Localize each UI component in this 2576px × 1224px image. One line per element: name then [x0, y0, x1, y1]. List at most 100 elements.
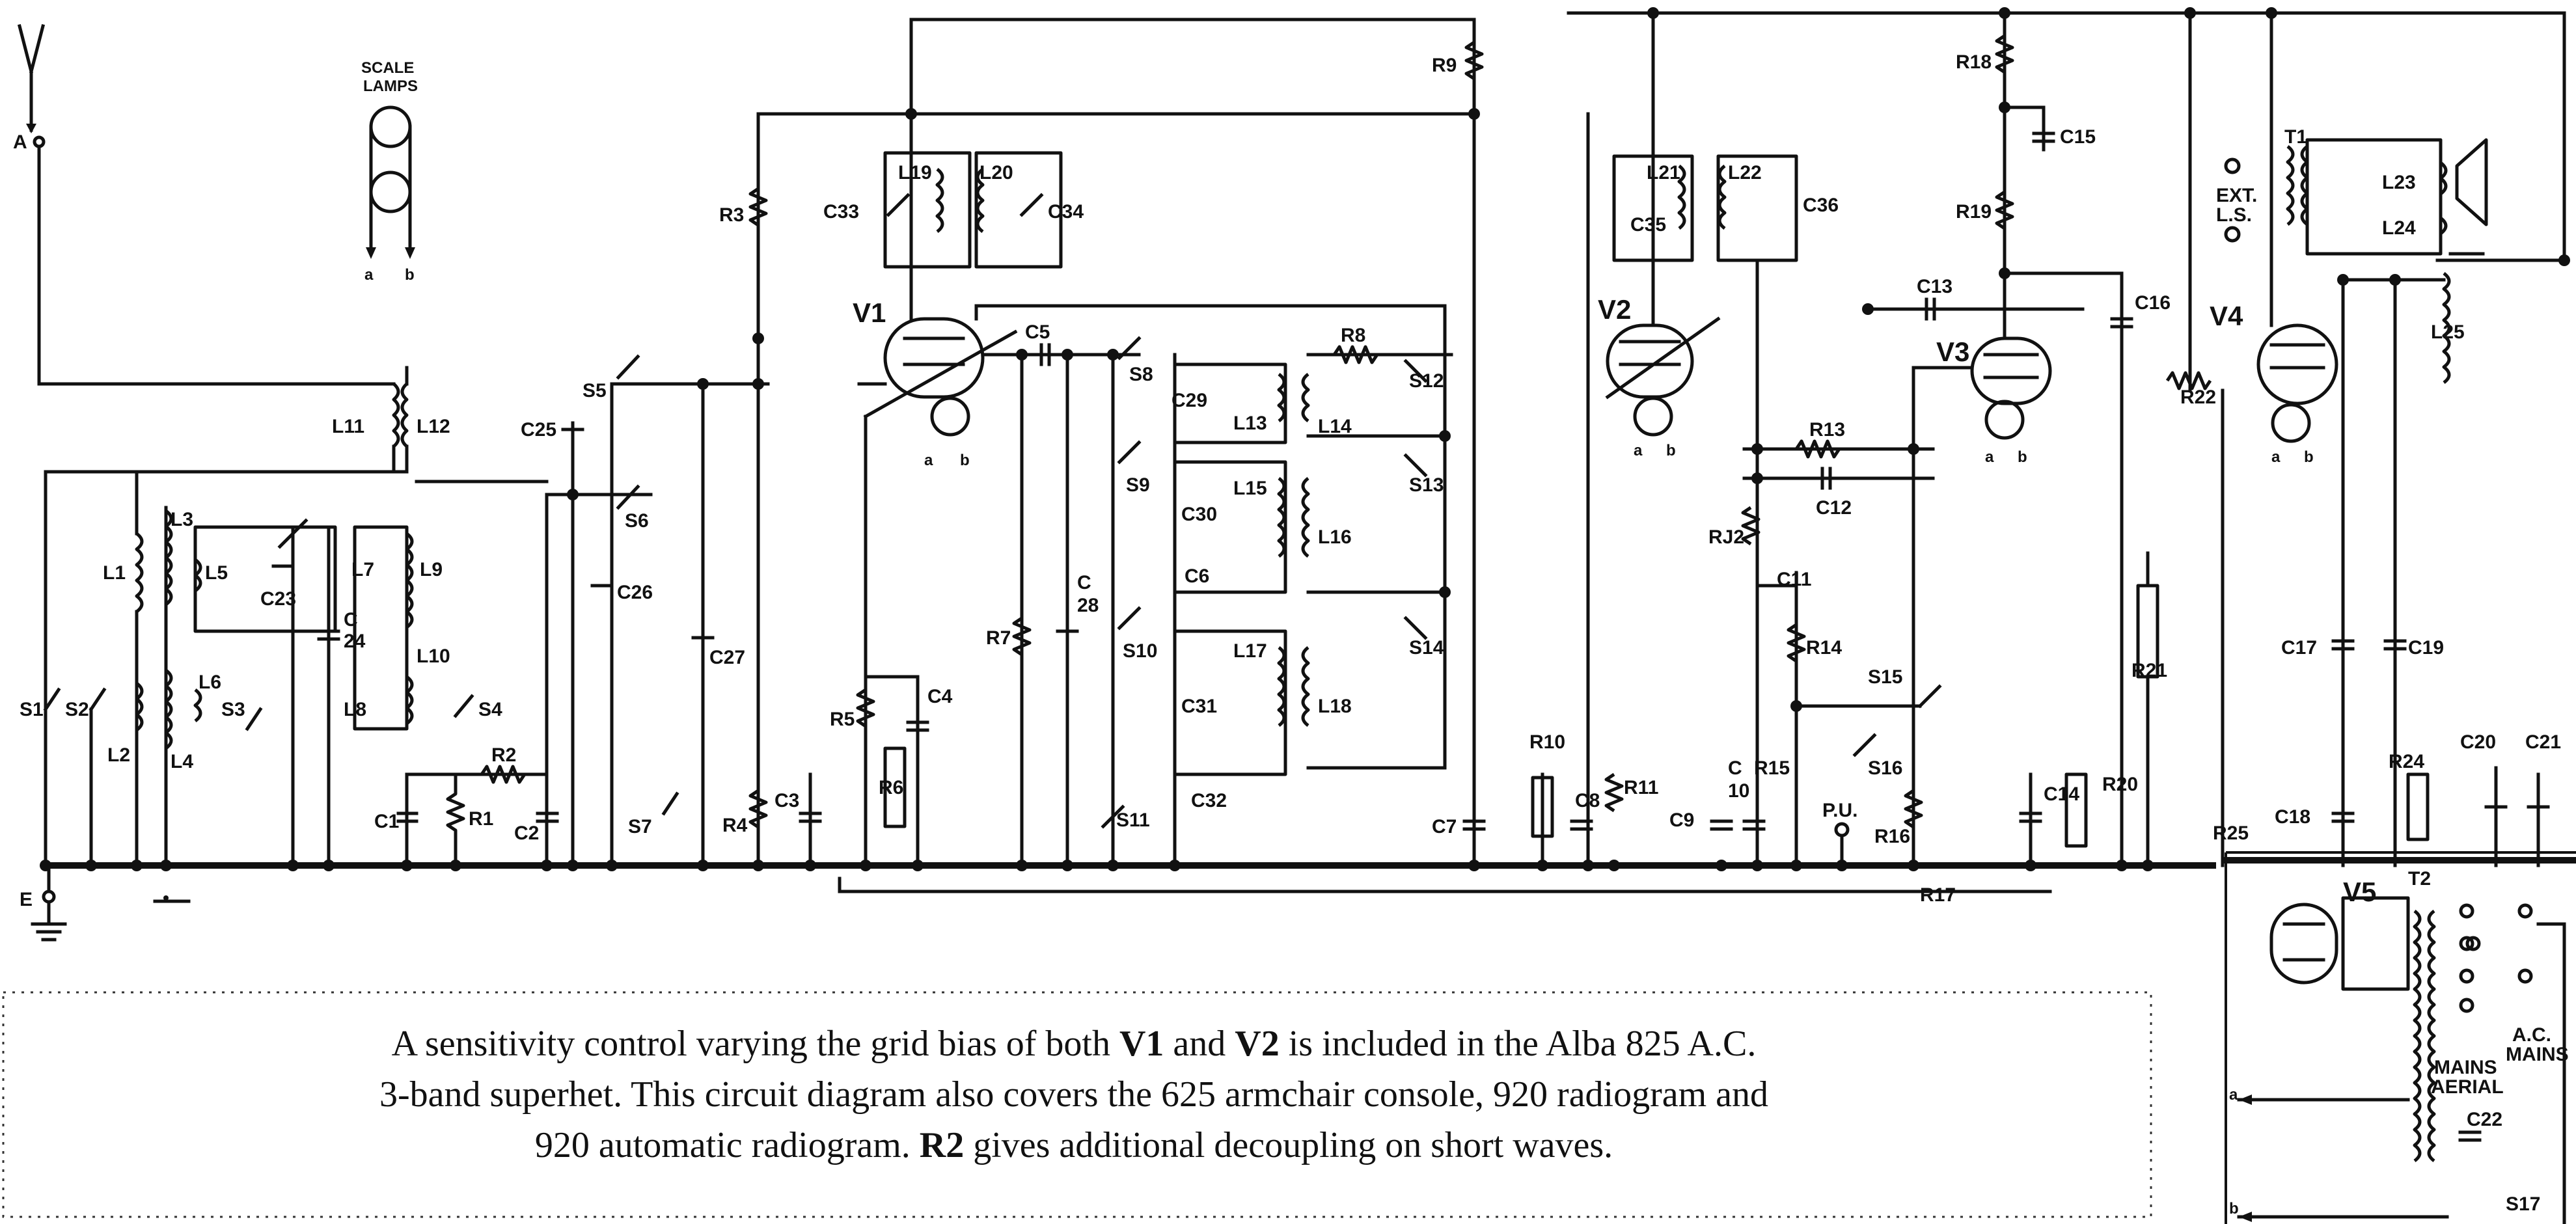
label-l23: L23 — [2382, 172, 2416, 193]
label-scale_lamps_1: SCALE — [361, 59, 414, 77]
label-v4: V4 — [2210, 301, 2243, 331]
label-t2: T2 — [2408, 868, 2431, 890]
label-l18: L18 — [1318, 696, 1352, 717]
label-pin_a: a — [1985, 448, 1994, 466]
label-s7: S7 — [628, 816, 652, 837]
label-r24: R24 — [2389, 751, 2424, 772]
label-r17: R17 — [1920, 884, 1956, 906]
label-r21: R21 — [2131, 660, 2167, 681]
label-c9: C9 — [1669, 809, 1694, 831]
label-l19: L19 — [898, 162, 932, 184]
label-a: A — [13, 131, 27, 153]
label-c4: C4 — [927, 686, 953, 707]
label-l7: L7 — [351, 559, 374, 580]
label-r3: R3 — [719, 204, 744, 226]
label-l25: L25 — [2431, 321, 2465, 343]
label-l22: L22 — [1728, 162, 1762, 184]
caption-text: A sensitivity control varying the grid b… — [98, 1018, 2050, 1171]
label-lamp_a: a — [364, 266, 374, 284]
label-c19: C19 — [2408, 637, 2444, 659]
v2-decoupling: R10 C8 R11 C9 C 10 — [1529, 731, 1766, 867]
label-pin_a: a — [1634, 442, 1643, 459]
label-mains_aerial_2: AERIAL — [2431, 1076, 2504, 1098]
label-pin_b: b — [2304, 448, 2314, 466]
label-r14: R14 — [1806, 637, 1842, 659]
label-ext_ls_1: EXT. — [2216, 185, 2257, 206]
caption-border — [2, 991, 2152, 1218]
label-e: E — [20, 889, 33, 910]
sensitivity-control: R5 C4 R6 — [830, 675, 2052, 893]
label-pin_b: b — [960, 452, 970, 469]
label-r16: R16 — [1874, 826, 1910, 847]
output-transformer: EXT. L.S. T1 L23 L24 L25 C17 C19 C18 R24… — [2216, 11, 2566, 867]
label-v1: V1 — [853, 297, 886, 328]
label-l4: L4 — [171, 751, 193, 772]
label-l8: L8 — [344, 699, 366, 720]
label-s10: S10 — [1123, 640, 1157, 662]
label-pin_b: b — [2229, 1200, 2239, 1217]
label-r19: R19 — [1956, 201, 1992, 223]
label-v2: V2 — [1598, 294, 1631, 325]
label-lamp_b: b — [405, 266, 415, 284]
label-c20: C20 — [2460, 731, 2496, 753]
label-c23: C23 — [260, 588, 296, 610]
label-c12: C12 — [1816, 497, 1852, 519]
label-c33: C33 — [823, 201, 859, 223]
label-s14: S14 — [1409, 637, 1444, 659]
label-r10: R10 — [1529, 731, 1565, 753]
oscillator-coils: S8 S9 S10 S11 L13 L14 L15 L16 L17 L18 C2… — [1101, 304, 1453, 867]
v1-bias-network: R3 R4 C3 — [719, 112, 1476, 867]
label-c35: C35 — [1630, 214, 1666, 236]
label-l14: L14 — [1318, 416, 1352, 437]
r9-c7: R9 C7 — [909, 18, 1486, 867]
label-v5: V5 — [2343, 877, 2376, 907]
label-l10: L10 — [417, 646, 450, 667]
label-c28a: C — [1077, 572, 1091, 593]
label-r18: R18 — [1956, 51, 1992, 73]
if-transformer-l21-l22: L21 L22 C35 C36 — [1612, 154, 1839, 867]
label-r9: R9 — [1432, 55, 1457, 76]
if-transformer-l19-l20: L19 L20 C33 C34 — [823, 151, 1084, 269]
label-c13: C13 — [1917, 276, 1953, 297]
label-pin_b: b — [1666, 442, 1676, 459]
label-r11: R11 — [1624, 777, 1658, 798]
label-s17: S17 — [2506, 1193, 2540, 1215]
label-s16: S16 — [1868, 757, 1902, 779]
label-r2: R2 — [491, 744, 516, 766]
label-s2: S2 — [65, 699, 89, 720]
label-l20: L20 — [980, 162, 1013, 184]
label-ac_mains_1: A.C. — [2512, 1024, 2551, 1046]
label-pin_a: a — [2229, 1086, 2238, 1104]
label-r8: R8 — [1341, 325, 1365, 346]
aerial-transformer-l11-l12: L11 L12 — [44, 366, 450, 474]
label-ext_ls_2: L.S. — [2216, 204, 2252, 226]
label-pu: P.U. — [1822, 800, 1857, 821]
label-s15: S15 — [1868, 666, 1902, 688]
oscillator-tuning: C23 C 24 L7 L9 L8 L10 S4 R2 C1 R1 C2 — [193, 493, 559, 869]
label-r4: R4 — [722, 815, 748, 836]
label-c29: C29 — [1172, 390, 1207, 411]
label-s3: S3 — [221, 699, 245, 720]
label-c31: C31 — [1181, 696, 1217, 717]
label-s12: S12 — [1409, 370, 1444, 392]
junction-dots — [40, 7, 2570, 871]
label-r13: R13 — [1809, 419, 1845, 441]
aerial-terminal: A — [13, 23, 396, 386]
label-s6: S6 — [625, 510, 649, 532]
label-c34: C34 — [1048, 201, 1084, 223]
label-s5: S5 — [582, 380, 607, 401]
label-c26: C26 — [617, 582, 653, 603]
label-l15: L15 — [1233, 478, 1267, 499]
label-c28b: 28 — [1077, 595, 1099, 616]
label-r6: R6 — [879, 777, 903, 798]
label-c27: C27 — [709, 647, 745, 668]
valve-v2: V2 a b — [1586, 18, 1721, 867]
label-c10: C — [1728, 757, 1742, 779]
label-c1: C1 — [374, 811, 399, 832]
label-l3: L3 — [171, 509, 193, 530]
label-l17: L17 — [1233, 640, 1267, 662]
detector-network: R13 C12 RJ2 C11 R14 S15 S16 R15 P.U. R16… — [1708, 366, 1974, 906]
label-c17: C17 — [2281, 637, 2317, 659]
label-pin_a: a — [2271, 448, 2281, 466]
label-s13: S13 — [1409, 474, 1444, 496]
